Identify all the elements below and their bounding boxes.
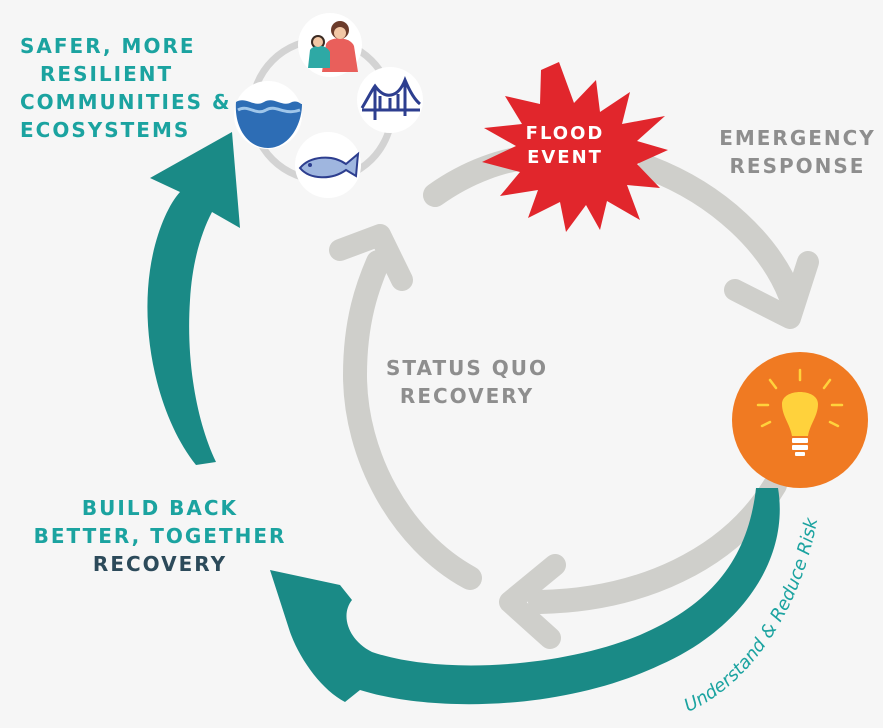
flood-event-line-2: EVENT (527, 147, 603, 168)
gray-arc-left (342, 250, 482, 590)
flood-event-label: FLOOD EVENT (520, 122, 610, 170)
water-wave-icon (234, 81, 302, 149)
bridge-icon (357, 67, 423, 133)
build-back-line-1: BUILD BACK (81, 496, 239, 520)
status-quo-line-1: STATUS QUO (386, 356, 548, 380)
emergency-response-label: EMERGENCY RESPONSE (715, 124, 880, 180)
build-back-line-2: BETTER, TOGETHER (33, 524, 287, 548)
gray-arrowhead-left (329, 224, 413, 291)
outcome-line-1: SAFER, MORE (20, 34, 196, 58)
emergency-response-line-2: RESPONSE (729, 154, 866, 178)
outcome-label: SAFER, MORE RESILIENT COMMUNITIES & ECOS… (20, 32, 231, 144)
teal-bottom-sweep (270, 488, 780, 705)
emergency-response-line-1: EMERGENCY (719, 126, 876, 150)
status-quo-recovery-label: STATUS QUO RECOVERY (372, 354, 562, 410)
flood-event-starburst (482, 62, 668, 232)
build-back-better-label: BUILD BACK BETTER, TOGETHER RECOVERY (20, 494, 300, 578)
gray-arrowhead-bottom (499, 554, 566, 649)
outcome-line-4: ECOSYSTEMS (20, 118, 191, 142)
lightbulb-icon (732, 352, 868, 488)
gray-arrowhead-right (724, 251, 819, 329)
outcome-line-3: COMMUNITIES & (20, 90, 232, 114)
status-quo-line-2: RECOVERY (399, 384, 535, 408)
outcome-line-2: RESILIENT (40, 62, 174, 86)
teal-left-arrow (147, 132, 240, 465)
fish-icon (295, 132, 361, 198)
gray-arc-right (638, 156, 802, 307)
outcome-icon-cluster (234, 13, 423, 198)
flood-event-line-1: FLOOD (525, 123, 605, 144)
build-back-better-arrow (147, 132, 780, 705)
family-icon (298, 13, 362, 77)
status-quo-arrowheads (329, 224, 819, 649)
build-back-recovery-line: RECOVERY (92, 552, 228, 576)
